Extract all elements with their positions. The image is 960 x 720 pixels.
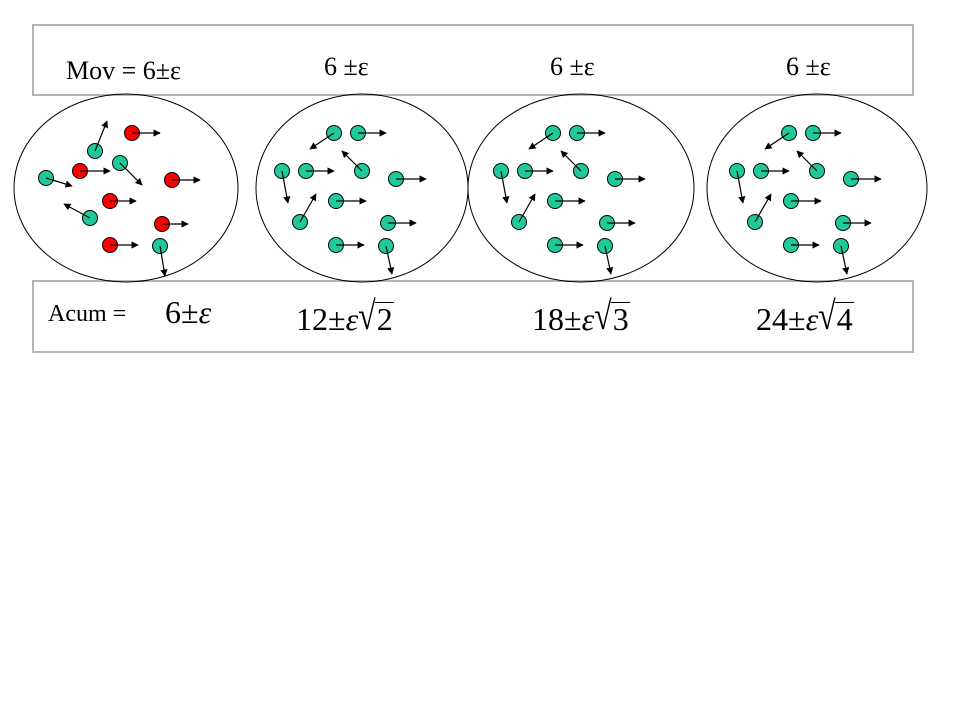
particle-group-2 <box>255 93 469 283</box>
movement-box <box>32 24 914 96</box>
accumulated-box <box>32 280 914 353</box>
velocity-arrow <box>94 120 108 152</box>
velocity-arrow <box>299 193 317 223</box>
container-ellipse <box>255 93 469 283</box>
sqrt-symbol: √4 <box>818 292 854 338</box>
velocity-arrow <box>560 150 582 172</box>
velocity-arrow <box>796 150 818 172</box>
velocity-arrow <box>736 170 746 204</box>
velocity-arrow <box>63 203 91 219</box>
mov-value-4: 6 ±ε <box>786 52 831 81</box>
velocity-arrow <box>764 132 790 150</box>
velocity-arrow <box>385 245 395 275</box>
mov-label: Mov = 6±ε <box>66 56 181 85</box>
velocity-arrow <box>309 132 335 150</box>
velocity-arrow <box>528 132 554 150</box>
particle-group-1 <box>13 93 239 283</box>
velocity-arrow <box>281 170 291 204</box>
velocity-arrow <box>119 162 143 186</box>
velocity-arrow <box>45 177 73 188</box>
particle-group-3 <box>467 93 695 283</box>
sqrt-symbol: √3 <box>594 292 630 338</box>
container-ellipse <box>467 93 695 283</box>
mov-value-3: 6 ±ε <box>550 52 595 81</box>
acum-value-1: 6±ε <box>165 294 212 330</box>
container-ellipse <box>13 93 239 283</box>
acum-label: Acum = <box>48 301 127 327</box>
particle-group-4 <box>706 93 928 283</box>
container-ellipse <box>706 93 928 283</box>
acum-value-2: 12±ε√2 <box>296 292 394 338</box>
mov-value-2: 6 ±ε <box>324 52 369 81</box>
velocity-arrow <box>754 193 772 223</box>
acum-value-4: 24±ε√4 <box>756 292 854 338</box>
acum-value-3: 18±ε√3 <box>532 292 630 338</box>
velocity-arrow <box>840 245 850 275</box>
velocity-arrow <box>159 245 168 277</box>
velocity-arrow <box>500 170 510 204</box>
velocity-arrow <box>341 150 363 172</box>
sqrt-symbol: √2 <box>358 292 394 338</box>
velocity-arrow <box>518 193 536 223</box>
velocity-arrow <box>604 245 614 275</box>
